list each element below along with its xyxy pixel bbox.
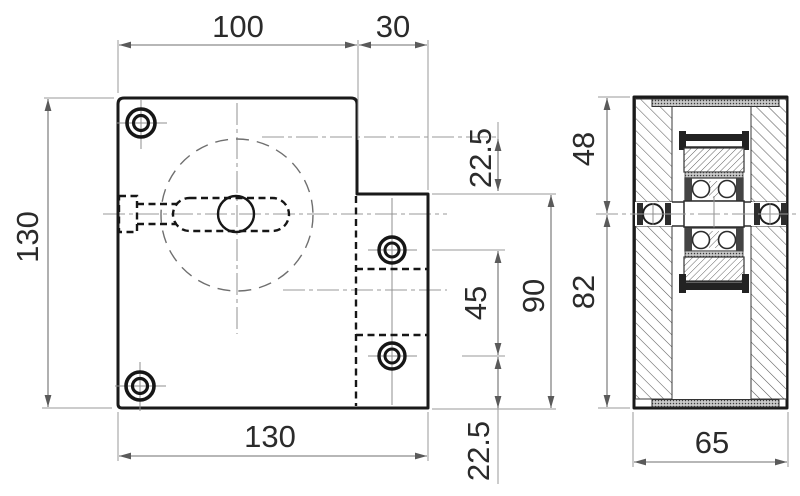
- dim-label-tab-height: 90: [516, 279, 551, 313]
- dim-label-hole-to-bottom: 22.5: [461, 421, 496, 481]
- screw-head: [117, 194, 139, 234]
- bearing-ball: [717, 179, 737, 199]
- roller-assembly: [672, 131, 752, 293]
- knurl-strip-bottom: [651, 399, 780, 408]
- roller-knurl-lower: [684, 250, 744, 258]
- wall-hatch-left-top: [635, 98, 673, 203]
- dim-label-top-width: 100: [212, 9, 264, 44]
- bolt-hole-top-left: [116, 100, 167, 149]
- roller-body-lower: [683, 256, 745, 282]
- dim-label-hole-spacing: 45: [458, 286, 493, 320]
- knurl-strip-top: [651, 98, 780, 107]
- wall-hatch-right-bottom: [750, 225, 787, 400]
- dimensions-front: 100 30 130 130 22.5 45 22.5 90: [10, 9, 556, 484]
- roller-flange-bottom: [679, 274, 749, 293]
- dim-label-left-height: 130: [10, 211, 45, 263]
- dimensions-side: 48 82 65: [566, 96, 789, 467]
- front-view-centerlines: [103, 103, 500, 405]
- plate-outline: [116, 96, 430, 410]
- dim-label-top-tab-width: 30: [376, 9, 410, 44]
- dim-label-bottom-width: 130: [244, 419, 296, 454]
- bearing-ball: [691, 230, 711, 250]
- dim-label-side-width: 65: [695, 425, 729, 460]
- front-view: [103, 96, 500, 411]
- side-view: [596, 95, 799, 410]
- shaft-circle: [216, 194, 256, 234]
- wall-hatch-left-bottom: [635, 225, 673, 400]
- housing-walls: [635, 98, 787, 400]
- bearing-ball: [717, 230, 737, 250]
- tab-bolt-hole-upper: [368, 235, 417, 265]
- bolt-hole-bottom-left: [115, 362, 166, 411]
- bearing-row-lower: [684, 227, 744, 252]
- roller-knurl-upper: [684, 171, 744, 179]
- roller-flange-top: [679, 131, 749, 150]
- bearing-ball: [691, 179, 711, 199]
- dim-label-roller-to-tab: 22.5: [463, 128, 498, 188]
- roller-circle: [160, 138, 314, 292]
- roller-body-upper: [683, 147, 745, 173]
- wall-hatch-right-top: [750, 98, 787, 203]
- dim-label-axis-to-bottom: 82: [566, 275, 601, 309]
- tab-bolt-hole-lower: [368, 341, 417, 371]
- clamp-screw: [117, 194, 177, 234]
- dim-label-top-to-axis: 48: [566, 132, 601, 166]
- bearing-row-upper: [684, 177, 744, 202]
- tab-hidden-edges: [354, 196, 427, 406]
